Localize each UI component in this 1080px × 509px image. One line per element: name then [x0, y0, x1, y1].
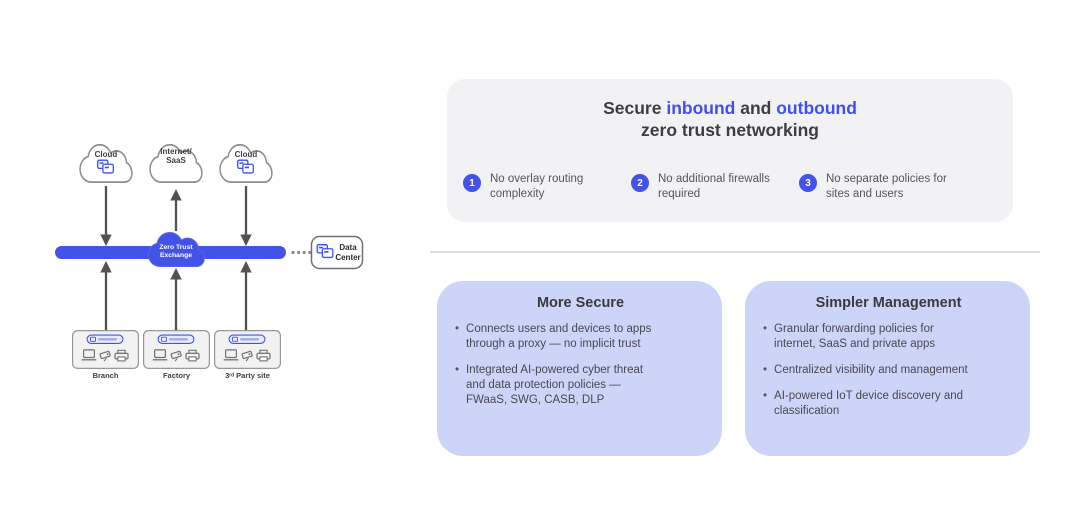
panel-item-2: 2 No additional firewalls required: [631, 172, 770, 202]
site-box-branch: [73, 331, 139, 369]
site-box-factory: [144, 331, 210, 369]
cloud-label-left: Cloud: [94, 150, 118, 159]
site-label-branch: Branch: [92, 371, 119, 380]
network-diagram: [55, 143, 364, 509]
bullet-icon: •: [455, 364, 460, 376]
title-word-and: and: [740, 98, 772, 118]
bullet-text: Connects users and devices to apps throu…: [466, 323, 652, 350]
dotted-link: [291, 250, 312, 255]
panel-item-3: 3 No separate policies for sites and use…: [799, 172, 947, 202]
bullet-text: AI-powered IoT device discovery and clas…: [774, 390, 964, 417]
bullet-text: Integrated AI-powered cyber threat and d…: [466, 364, 644, 406]
site-label-factory: Factory: [162, 371, 191, 380]
bullet-icon: •: [763, 390, 768, 402]
panel-item-1: 1 No overlay routing complexity: [463, 172, 583, 202]
panel-title: Secure inbound and outbound zero trust n…: [447, 97, 1013, 141]
diagram-arrows: [100, 186, 252, 330]
list-item: • Centralized visibility and management: [763, 363, 1014, 378]
number-badge-2: 2: [631, 174, 649, 192]
bullet-icon: •: [455, 323, 460, 335]
title-word-outbound: outbound: [776, 98, 857, 118]
list-item: • AI-powered IoT device discovery and cl…: [763, 389, 1014, 419]
panel-item-2-text: No additional firewalls required: [658, 173, 770, 200]
data-center-label: Data Center: [335, 243, 361, 262]
site-label-third-party: 3ʳᵈ Party site: [225, 371, 270, 380]
panel-item-1-text: No overlay routing complexity: [490, 173, 584, 200]
bullet-text: Centralized visibility and management: [774, 364, 968, 376]
card-simpler-management-title: Simpler Management: [815, 295, 962, 311]
list-item: • Granular forwarding policies for inter…: [763, 322, 1014, 352]
bullet-icon: •: [763, 364, 768, 376]
cloud-label-right: Cloud: [234, 150, 258, 159]
panel-title-line1: Secure inbound and outbound: [447, 97, 1013, 119]
number-badge-1: 1: [463, 174, 481, 192]
zero-trust-exchange-label: Zero Trust Exchange: [159, 243, 193, 259]
horizontal-divider: [430, 251, 1040, 253]
card-simpler-management: Simpler Management • Granular forwarding…: [745, 281, 1030, 456]
panel-title-line2: zero trust networking: [641, 120, 819, 140]
site-box-third-party: [215, 331, 281, 369]
number-badge-3: 3: [799, 174, 817, 192]
secure-networking-panel: Secure inbound and outbound zero trust n…: [447, 79, 1013, 222]
bullet-text: Granular forwarding policies for interne…: [774, 323, 936, 350]
bullet-icon: •: [763, 323, 768, 335]
cloud-label-internet-saas: Internet/ SaaS: [160, 147, 192, 166]
list-item: • Connects users and devices to apps thr…: [455, 322, 706, 352]
panel-item-3-text: No separate policies for sites and users: [826, 173, 947, 200]
title-word-secure: Secure: [603, 98, 662, 118]
card-more-secure-title: More Secure: [536, 295, 625, 311]
list-item: • Integrated AI-powered cyber threat and…: [455, 363, 706, 408]
card-more-secure: More Secure • Connects users and devices…: [437, 281, 722, 456]
title-word-inbound: inbound: [666, 98, 736, 118]
